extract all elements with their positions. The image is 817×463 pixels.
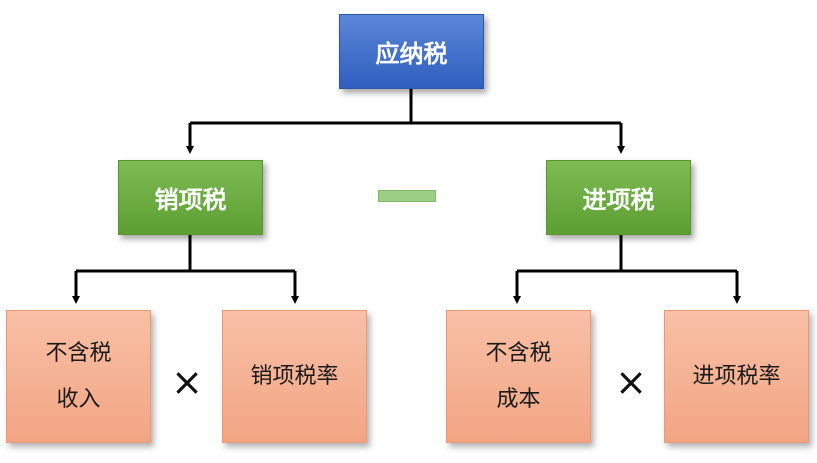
leaf-line: 销项税率 <box>250 363 339 389</box>
input-tax-connector <box>513 235 741 304</box>
output-tax-label: 销项税 <box>154 186 227 214</box>
node-output-tax: 销项税 <box>118 160 263 235</box>
leaf-line: 收入 <box>56 386 101 412</box>
root-connector <box>186 89 625 154</box>
output-tax-connector <box>72 235 299 304</box>
node-output-tax-rate: 销项税率 <box>222 310 367 443</box>
multiply-operator-left: × <box>171 360 203 404</box>
leaf-line: 进项税率 <box>692 363 781 389</box>
node-input-tax: 进项税 <box>546 160 691 235</box>
node-input-tax-rate: 进项税率 <box>664 310 809 443</box>
node-cost-excl-tax: 不含税 成本 <box>446 310 591 443</box>
node-revenue-excl-tax: 不含税 收入 <box>6 310 151 443</box>
root-node-tax-payable: 应纳税 <box>339 14 484 89</box>
input-tax-label: 进项税 <box>582 186 655 214</box>
multiply-operator-right: × <box>615 360 647 404</box>
root-label: 应纳税 <box>375 40 448 68</box>
leaf-line: 不含税 <box>45 340 112 366</box>
minus-operator <box>378 190 436 202</box>
leaf-line: 不含税 <box>485 340 552 366</box>
leaf-line: 成本 <box>496 386 541 412</box>
